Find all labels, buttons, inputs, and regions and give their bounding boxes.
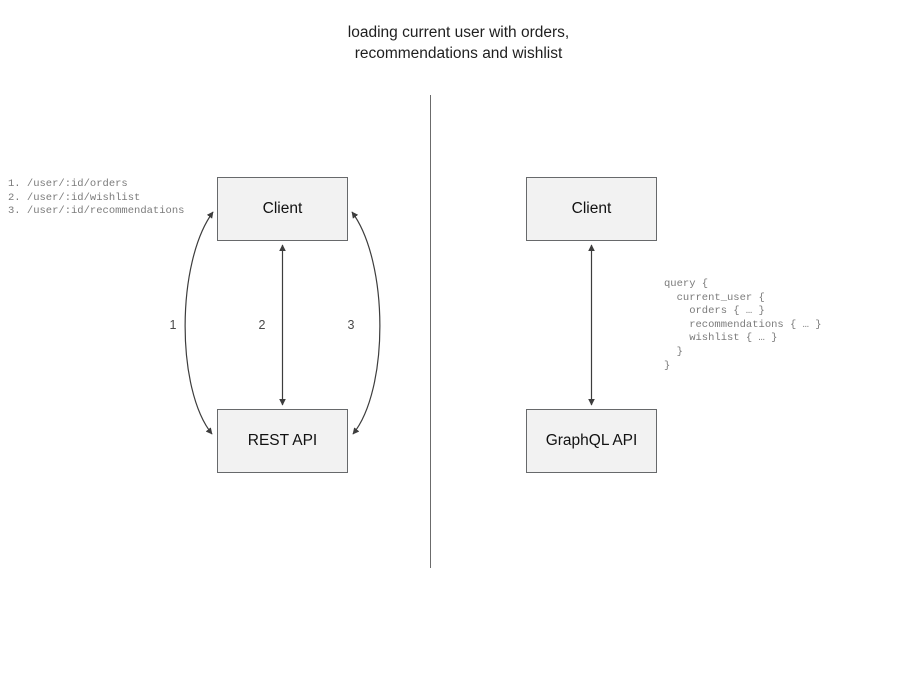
node-graphql-api[interactable]: GraphQL API [526,409,657,473]
node-rest-api[interactable]: REST API [217,409,348,473]
rest-endpoints-list: 1. /user/:id/orders 2. /user/:id/wishlis… [8,178,185,218]
graphql-query-text: query { current_user { orders { … } reco… [664,278,822,372]
panel-divider [430,95,431,568]
page-title: loading current user with orders, recomm… [347,24,570,62]
edge-label-3: 3 [347,318,355,332]
edge-label-2: 2 [258,318,266,332]
edge-label-1: 1 [169,318,177,332]
edge-rest-1 [184,211,214,435]
node-client-graphql[interactable]: Client [526,177,657,241]
node-client-rest[interactable]: Client [217,177,348,241]
